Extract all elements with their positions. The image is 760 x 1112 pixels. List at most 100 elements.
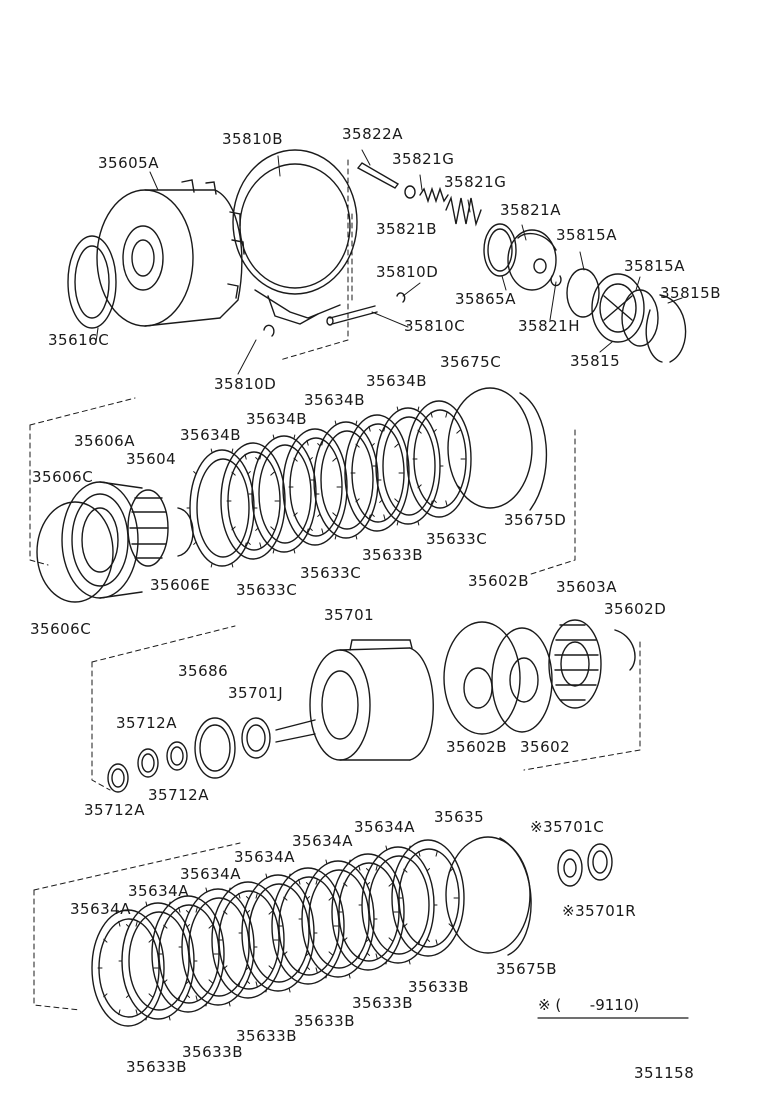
- part-35712A-washer-2: [137, 748, 159, 778]
- part-35712A-washer-3: [166, 741, 188, 771]
- part-35821H-clip: [550, 275, 562, 287]
- part-35712A-washer-1: [107, 763, 129, 793]
- clutch-plate-row2-3: [151, 895, 225, 1013]
- label-35633C-3: 35633C: [236, 581, 298, 599]
- part-35686-bearing: [194, 717, 236, 779]
- part-35821A-piston: [507, 229, 557, 291]
- part-35675C-ring: [447, 387, 533, 509]
- part-35675B-snap-ring: [499, 837, 532, 956]
- clutch-plate-row2-8: [298, 859, 378, 979]
- label-35815: 35815: [570, 352, 621, 370]
- label-35635: 35635: [434, 808, 485, 826]
- label-35633C-1: 35633C: [426, 530, 488, 548]
- label-35633B-1: 35633B: [362, 546, 424, 564]
- label-35701C: ※35701C: [530, 818, 605, 836]
- label-35865A: 35865A: [455, 290, 516, 308]
- clutch-plates-row-2: [91, 839, 465, 1027]
- part-35701-input-drum: [275, 639, 434, 761]
- part-35865A-oring: [483, 223, 517, 277]
- label-35633B-2: 35633B: [408, 978, 470, 996]
- label-35634A-4: 35634A: [180, 865, 241, 883]
- clutch-plate-row2-6: [238, 873, 318, 993]
- label-35634B-3: 35634B: [246, 410, 308, 428]
- clutch-plate-row1-8: [406, 400, 472, 518]
- label-35634A-5: 35634A: [128, 882, 189, 900]
- label-35815B: 35815B: [660, 284, 722, 302]
- clutch-plate-row2-7: [271, 867, 345, 985]
- label-35810D-2: 35810D: [214, 375, 277, 393]
- label-35821A: 35821A: [500, 201, 561, 219]
- part-35606A-piston: [61, 481, 143, 599]
- label-35822A: 35822A: [342, 125, 403, 143]
- clutch-plate-row1-6: [344, 414, 410, 532]
- label-35634A-1: 35634A: [354, 818, 415, 836]
- part-35602-piston: [491, 627, 553, 733]
- part-35822A-pin: [356, 162, 400, 189]
- label-35634A-6: 35634A: [70, 900, 131, 918]
- label-35810B: 35810B: [222, 130, 284, 148]
- clutch-plate-row1-3: [248, 434, 320, 554]
- clutch-plate-row2-5: [211, 881, 285, 999]
- clutch-plate-row1-1: [186, 448, 258, 568]
- clutch-plate-row1-2: [220, 442, 286, 560]
- part-35701R-bearing: [587, 843, 613, 881]
- label-35821G-2: 35821G: [444, 173, 507, 191]
- label-35821B: 35821B: [376, 220, 438, 238]
- part-35602D-snap-ring: [614, 629, 636, 671]
- label-35606E: 35606E: [150, 576, 211, 594]
- label-35810D-1: 35810D: [376, 263, 439, 281]
- part-35602B-washer: [443, 621, 521, 735]
- label-35604: 35604: [126, 450, 177, 468]
- part-35701J-bearing: [241, 717, 271, 759]
- label-35634B-2: 35634B: [304, 391, 366, 409]
- label-35616C: 35616C: [48, 331, 110, 349]
- label-35633B-3: 35633B: [352, 994, 414, 1012]
- label-35821H: 35821H: [518, 317, 580, 335]
- part-35821B-retainer: [404, 185, 416, 199]
- clutch-plate-row2-9: [331, 853, 405, 971]
- applicability-note: ※ ( -9110): [538, 996, 640, 1014]
- label-35633B-4: 35633B: [294, 1012, 356, 1030]
- label-35634B-4: 35634B: [180, 426, 242, 444]
- label-35606C-1: 35606C: [32, 468, 94, 486]
- label-35633B-6: 35633B: [182, 1043, 244, 1061]
- part-35821G-spring-large: [445, 195, 482, 227]
- input-assembly-frame: [91, 625, 641, 791]
- label-35602B-2: 35602B: [446, 738, 508, 756]
- part-35815-cover: [591, 273, 645, 343]
- label-35633C-2: 35633C: [300, 564, 362, 582]
- label-35634A-3: 35634A: [234, 848, 295, 866]
- part-35815A-oring: [566, 268, 600, 318]
- servo-dashed-frame: [279, 159, 353, 361]
- label-35701: 35701: [324, 606, 375, 624]
- part-35635-plate: [445, 836, 531, 954]
- label-35675D: 35675D: [504, 511, 567, 529]
- label-35815A-1: 35815A: [556, 226, 617, 244]
- label-35602B-1: 35602B: [468, 572, 530, 590]
- part-35605A-drum: [96, 179, 245, 327]
- label-35633B-7: 35633B: [126, 1058, 188, 1076]
- label-35603A: 35603A: [556, 578, 617, 596]
- part-35675D-snap-ring: [519, 392, 548, 511]
- label-35815A-2: 35815A: [624, 257, 685, 275]
- label-35712A-1: 35712A: [116, 714, 177, 732]
- part-35815A-oring-2: [621, 289, 659, 347]
- label-35606C-2: 35606C: [30, 620, 92, 638]
- label-35675C: 35675C: [440, 353, 502, 371]
- clutch-pack-1-frame: [29, 397, 576, 576]
- part-35810C-rod: [326, 305, 378, 326]
- label-35712A-2: 35712A: [148, 786, 209, 804]
- clutch-plate-row1-7: [372, 406, 444, 526]
- clutch-plate-row2-11: [391, 839, 465, 957]
- clutch-plate-row1-5: [310, 420, 382, 540]
- leader-lines: [95, 149, 683, 375]
- part-35603A-gear: [548, 619, 602, 709]
- label-35675B: 35675B: [496, 960, 558, 978]
- clutch-plate-row2-1: [91, 909, 165, 1027]
- label-35634A-2: 35634A: [292, 832, 353, 850]
- label-35602: 35602: [520, 738, 571, 756]
- part-35606C-plate: [36, 501, 114, 603]
- label-35701J: 35701J: [228, 684, 284, 702]
